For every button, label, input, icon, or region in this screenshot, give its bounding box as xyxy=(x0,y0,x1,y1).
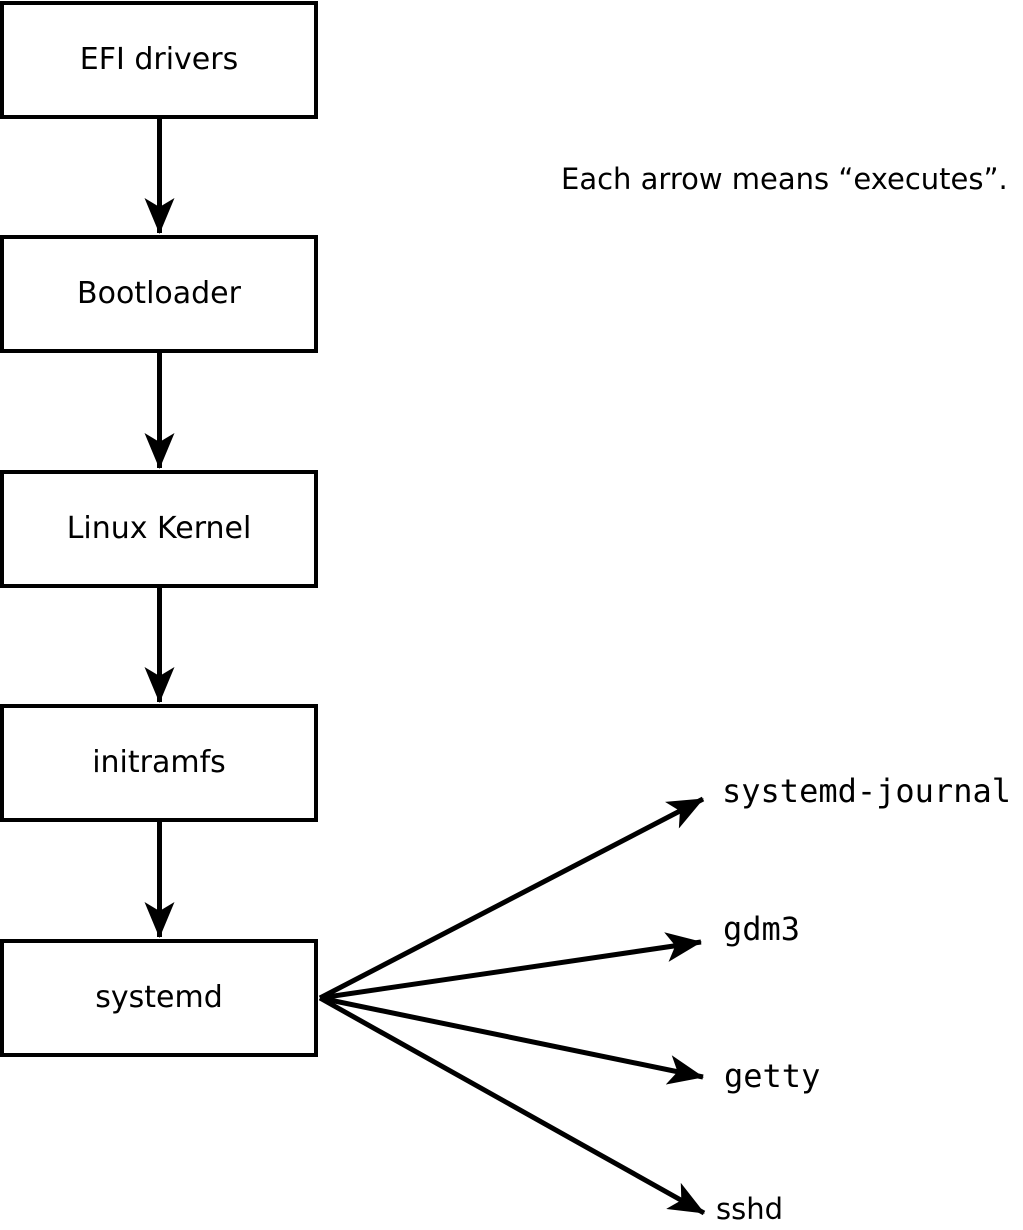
target-label-sshd: sshd xyxy=(716,1192,784,1226)
arrow-systemd-to-gdm3 xyxy=(319,932,702,1001)
node-efi-drivers-label: EFI drivers xyxy=(79,42,239,77)
node-systemd-label: systemd xyxy=(95,980,223,1015)
node-efi-drivers: EFI drivers xyxy=(0,1,318,119)
node-bootloader: Bootloader xyxy=(0,235,318,353)
node-initramfs-label: initramfs xyxy=(92,745,226,780)
arrow-systemd-to-getty xyxy=(319,995,704,1085)
target-label-gdm3: gdm3 xyxy=(723,910,801,948)
diagram-caption: Each arrow means “executes”. xyxy=(561,162,1008,196)
node-linux-kernel: Linux Kernel xyxy=(0,470,318,588)
node-systemd: systemd xyxy=(0,939,318,1057)
target-label-systemd-journal: systemd-journal xyxy=(722,772,1011,810)
arrow-systemd-to-sshd xyxy=(318,995,706,1216)
arrow-systemd-to-systemd-journal xyxy=(318,796,705,1001)
node-linux-kernel-label: Linux Kernel xyxy=(66,511,252,546)
node-initramfs: initramfs xyxy=(0,704,318,822)
node-bootloader-label: Bootloader xyxy=(77,276,241,311)
target-label-getty: getty xyxy=(724,1057,821,1095)
